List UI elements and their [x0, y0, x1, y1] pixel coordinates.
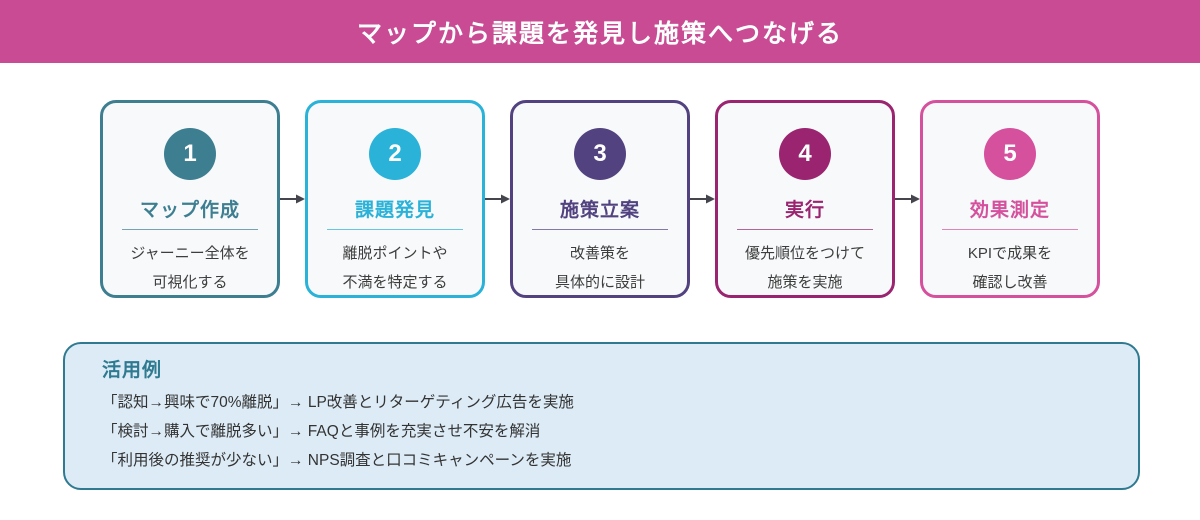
- step-3-description: 改善策を 具体的に設計: [513, 239, 687, 298]
- process-flow: 1 マップ作成 ジャーニー全体を 可視化する 2 課題発見 離脱ポイントや 不満…: [0, 100, 1200, 298]
- step-4-description: 優先順位をつけて 施策を実施: [718, 239, 892, 298]
- step-card-1: 1 マップ作成 ジャーニー全体を 可視化する: [100, 100, 280, 298]
- page-title: マップから課題を発見し施策へつなげる: [356, 19, 843, 48]
- step-title-divider: [122, 229, 258, 230]
- description-line: 可視化する: [152, 274, 228, 292]
- step-4-title: 実行: [784, 200, 825, 221]
- step-title-divider: [942, 229, 1078, 230]
- step-3-number-badge: 3: [574, 128, 626, 180]
- description-line: ジャーニー全体を: [130, 245, 250, 262]
- step-card-5: 5 効果測定 KPIで成果を 確認し改善: [920, 100, 1100, 298]
- step-1-number-badge: 1: [164, 128, 216, 180]
- step-number: 3: [593, 140, 607, 167]
- step-2-number-badge: 2: [369, 128, 421, 180]
- flow-arrow-icon: [280, 192, 305, 206]
- flow-arrow-icon: [485, 192, 510, 206]
- step-number: 5: [1003, 140, 1017, 167]
- step-2-title: 課題発見: [354, 200, 435, 221]
- description-line: 不満を特定する: [342, 274, 448, 292]
- step-5-description: KPIで成果を 確認し改善: [923, 239, 1097, 298]
- usage-examples-box: 活用例 「認知→興味で70%離脱」→ LP改善とリターゲティング広告を実施 「検…: [63, 342, 1140, 490]
- flow-arrow-icon: [690, 192, 715, 206]
- step-card-2: 2 課題発見 離脱ポイントや 不満を特定する: [305, 100, 485, 298]
- usage-example-item: 「認知→興味で70%離脱」→ LP改善とリターゲティング広告を実施: [102, 394, 574, 411]
- step-3-title: 施策立案: [559, 200, 640, 221]
- step-1-description: ジャーニー全体を 可視化する: [103, 239, 277, 298]
- step-card-3: 3 施策立案 改善策を 具体的に設計: [510, 100, 690, 298]
- step-5-title: 効果測定: [969, 200, 1050, 221]
- step-4-number-badge: 4: [779, 128, 831, 180]
- usage-example-item: 「利用後の推奨が少ない」→ NPS調査と口コミキャンペーンを実施: [102, 452, 572, 469]
- description-line: 具体的に設計: [554, 274, 645, 292]
- step-2-description: 離脱ポイントや 不満を特定する: [308, 239, 482, 298]
- step-card-4: 4 実行 優先順位をつけて 施策を実施: [715, 100, 895, 298]
- description-line: 優先順位をつけて: [744, 245, 865, 262]
- description-line: 確認し改善: [972, 274, 1048, 292]
- flow-arrow-icon: [895, 192, 920, 206]
- title-banner: マップから課題を発見し施策へつなげる: [0, 0, 1200, 63]
- step-number: 1: [183, 140, 197, 167]
- step-number: 4: [798, 140, 812, 167]
- usage-example-item: 「検討→購入で離脱多い」→ FAQと事例を充実させ不安を解消: [102, 423, 541, 440]
- description-line: 施策を実施: [767, 274, 843, 292]
- description-line: 改善策を: [569, 245, 630, 262]
- step-5-number-badge: 5: [984, 128, 1036, 180]
- step-title-divider: [532, 229, 668, 230]
- step-title-divider: [737, 229, 873, 230]
- step-number: 2: [388, 140, 402, 167]
- step-1-title: マップ作成: [139, 200, 240, 221]
- description-line: KPIで成果を: [967, 245, 1053, 262]
- step-title-divider: [327, 229, 463, 230]
- description-line: 離脱ポイントや: [342, 245, 448, 262]
- usage-heading: 活用例: [102, 360, 163, 381]
